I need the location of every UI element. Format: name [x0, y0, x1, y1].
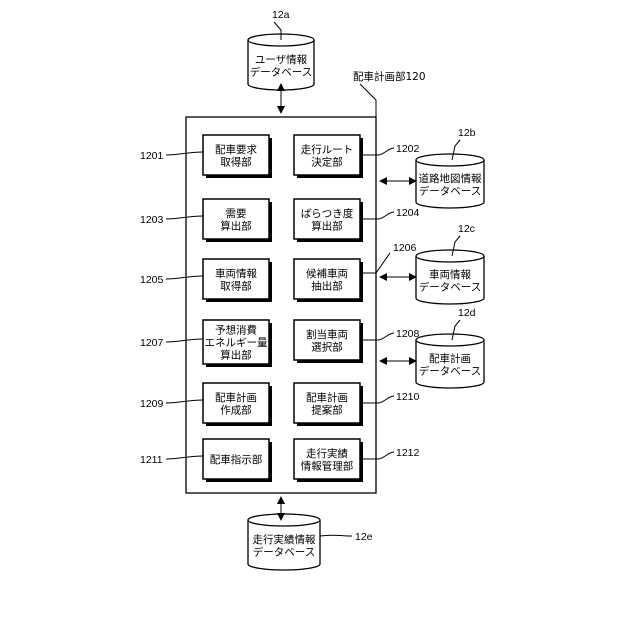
module-label-1209: 配車計画作成部: [215, 391, 257, 417]
database-12a: ユーザ情報データベース 12a: [248, 9, 314, 90]
module-1201: 配車要求取得部 1201: [140, 135, 272, 178]
database-ref-12a: 12a: [272, 9, 290, 21]
database-ref-12b: 12b: [458, 127, 476, 139]
module-ref-1212: 1212: [396, 447, 420, 459]
module-ref-1202: 1202: [396, 143, 420, 155]
module-1202: 走行ルート決定部1202: [294, 135, 420, 178]
module-1212: 走行実績情報管理部 1212: [294, 439, 420, 482]
database-12e: 走行実績情報データベース 12e: [248, 514, 373, 570]
module-ref-1207: 1207: [140, 337, 164, 349]
module-1210: 配車計画提案部 1210: [294, 383, 420, 426]
module-label-1208: 割当車両選択部: [306, 328, 348, 354]
module-ref-1204: 1204: [396, 207, 420, 219]
database-ref-12d: 12d: [458, 307, 476, 319]
module-ref-1205: 1205: [140, 274, 164, 286]
module-label-1211: 配車指示部: [210, 453, 263, 466]
module-1203: 需要算出部1203: [140, 199, 272, 242]
module-label-1205: 車両情報取得部: [215, 267, 257, 293]
title-leader-line: [360, 84, 376, 117]
module-label-1210: 配車計画提案部: [306, 391, 348, 417]
module-1205: 車両情報取得部 1205: [140, 259, 272, 302]
unit-title: 配車計画部120: [353, 70, 426, 83]
module-ref-1210: 1210: [396, 391, 420, 403]
database-ref-12c: 12c: [458, 223, 475, 235]
module-ref-1201: 1201: [140, 150, 164, 162]
module-ref-1211: 1211: [140, 454, 163, 466]
module-1208: 割当車両選択部 1208: [294, 320, 420, 363]
database-ref-12e: 12e: [355, 531, 373, 543]
leader-12e: [320, 535, 352, 536]
module-label-1212: 走行実績情報管理部: [301, 447, 354, 473]
database-12c: 車両情報データベース12c: [416, 223, 484, 304]
module-1209: 配車計画作成部 1209: [140, 383, 272, 426]
module-ref-1203: 1203: [140, 214, 164, 226]
module-label-1206: 候補車両抽出部: [306, 267, 348, 293]
database-label-12e: 走行実績情報データベース: [253, 533, 316, 559]
module-ref-1209: 1209: [140, 398, 164, 410]
database-label-12a: ユーザ情報データベース: [250, 53, 312, 79]
database-12b: 道路地図情報データベース 12b: [416, 127, 484, 208]
module-1204: ばらつき度算出部1204: [294, 199, 420, 242]
module-ref-1208: 1208: [396, 328, 420, 340]
module-label-1201: 配車要求取得部: [215, 143, 257, 169]
database-12d: 配車計画データベース12d: [416, 307, 484, 388]
database-label-12b: 道路地図情報データベース: [419, 172, 482, 198]
module-1211: 配車指示部 1211: [140, 439, 272, 482]
module-1207: 予想消費エネルギー量算出部1207: [140, 320, 272, 367]
module-ref-1206: 1206: [393, 242, 417, 254]
